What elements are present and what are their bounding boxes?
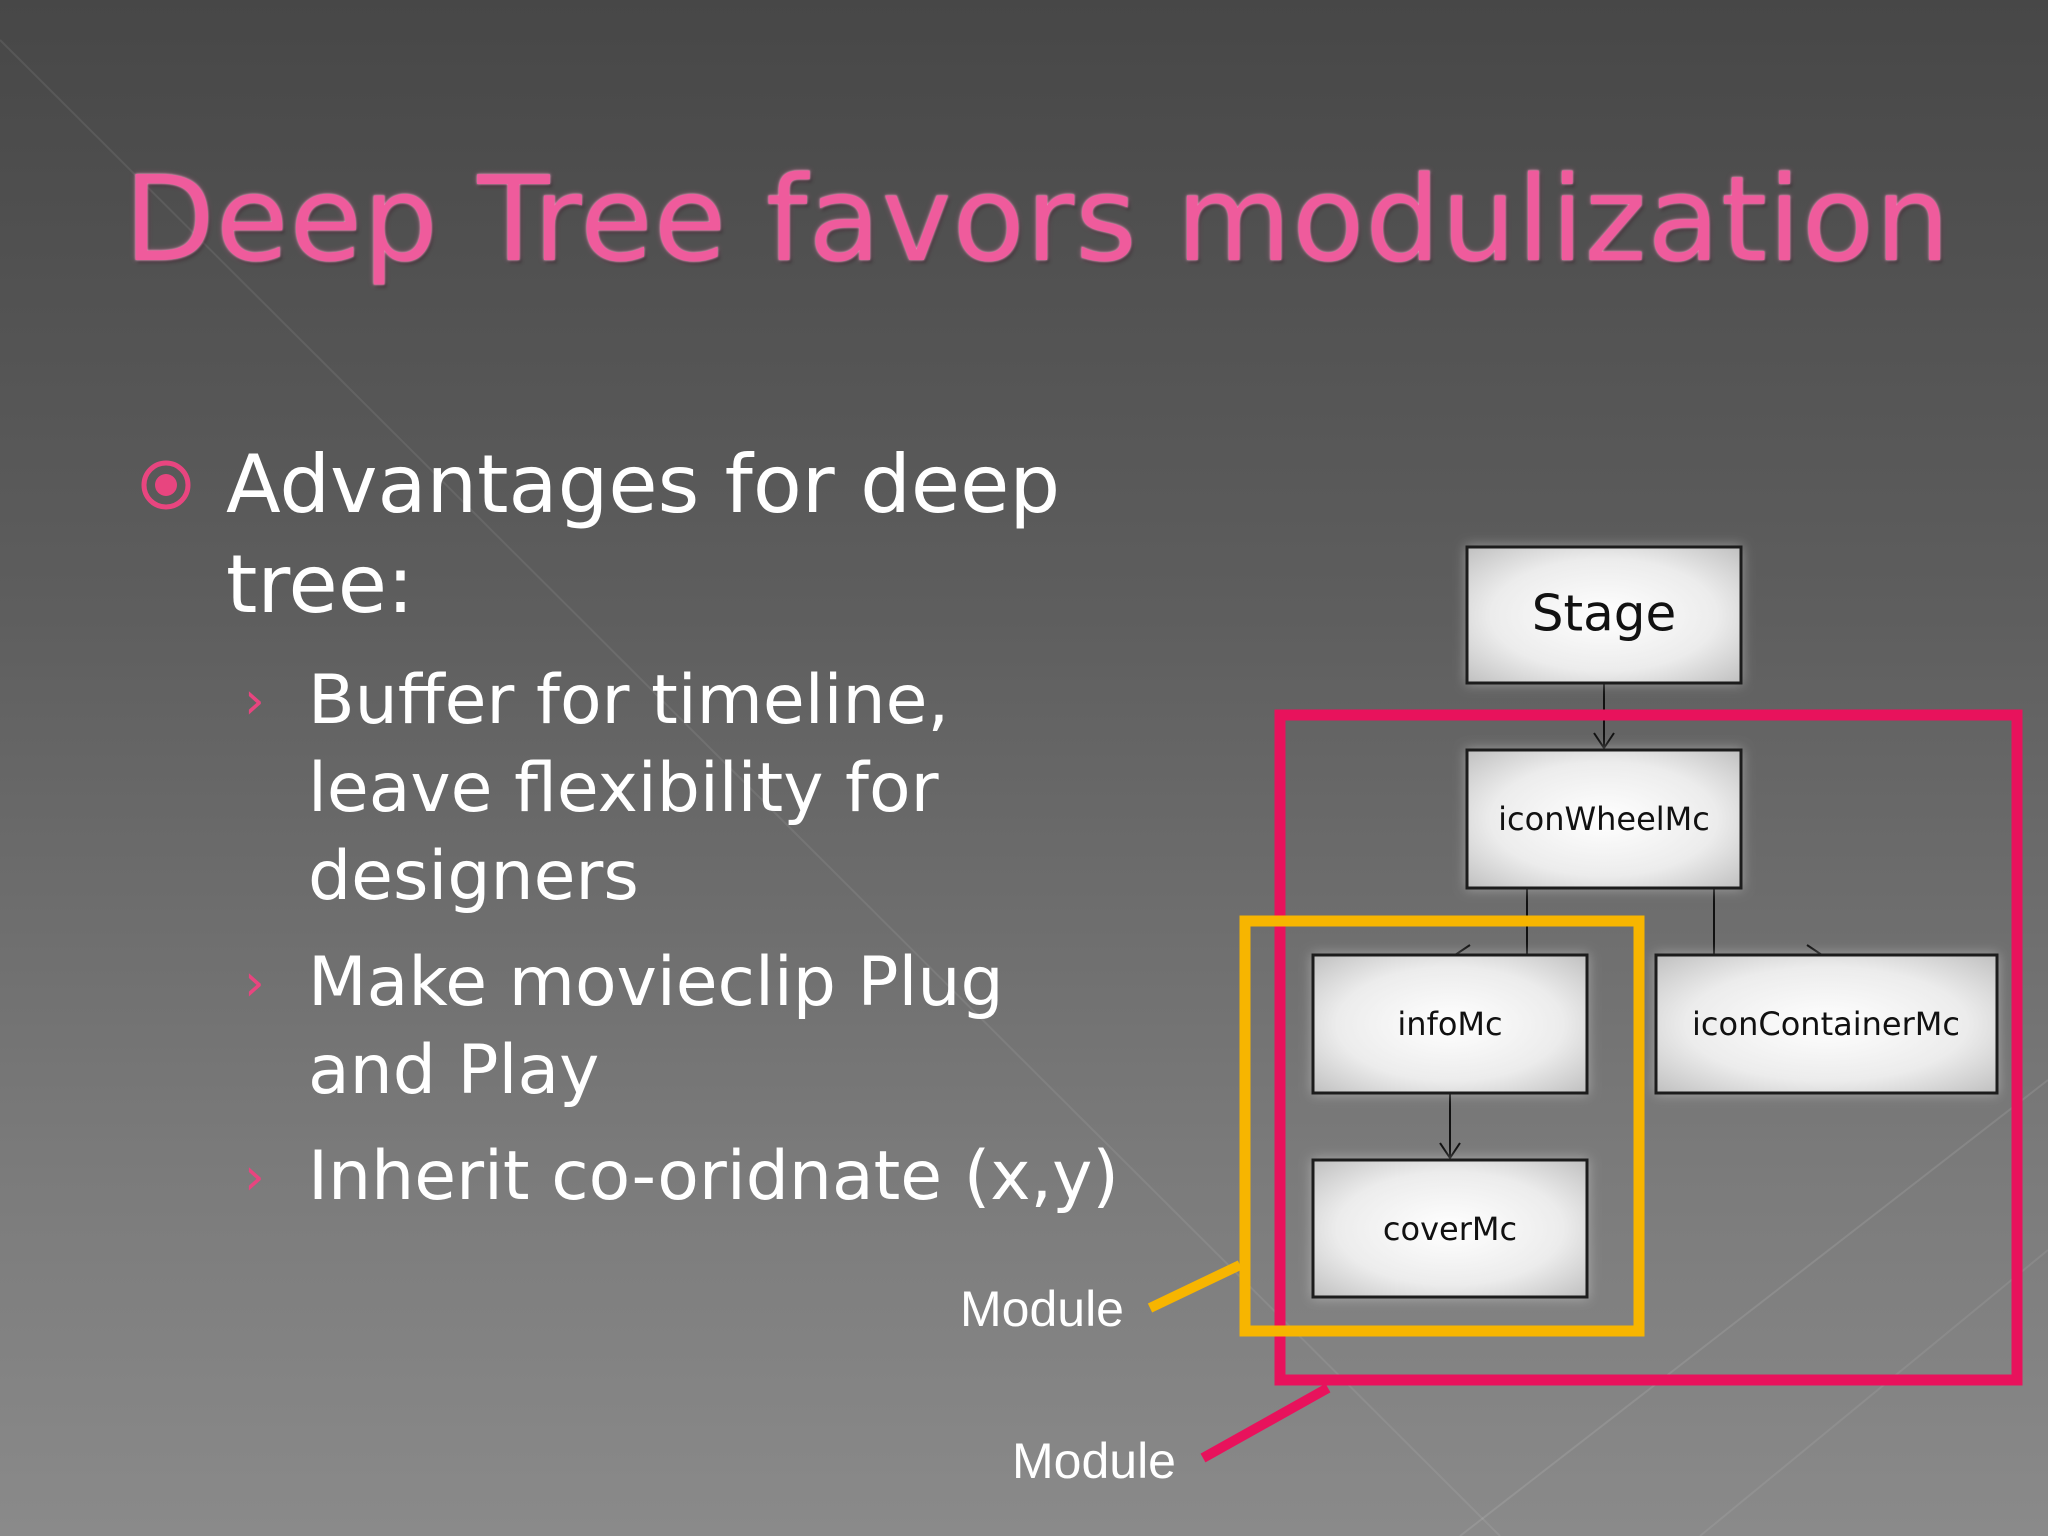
sub-bullet-item: › Buffer for timeline, leave flexibility… [140, 657, 1140, 921]
chevron-right-icon: › [244, 1147, 265, 1207]
node-icon-wheel: iconWheelMc [1465, 748, 1743, 890]
node-label: iconContainerMc [1692, 1005, 1960, 1043]
chevron-right-icon: › [244, 953, 265, 1013]
bullet-text: Advantages for deep tree: [226, 438, 1061, 631]
node-label: Stage [1532, 585, 1676, 643]
node-info: infoMc [1311, 953, 1589, 1095]
node-label: iconWheelMc [1498, 800, 1710, 838]
sub-bullet-item: › Inherit co-oridnate (x,y) [140, 1133, 1140, 1221]
sub-bullet-text: Buffer for timeline, leave flexibility f… [308, 661, 950, 916]
chevron-right-icon: › [244, 671, 265, 731]
bullet-item: Advantages for deep tree: [140, 435, 1140, 635]
outer-module-label: Module [1012, 1433, 1176, 1489]
sub-bullet-text: Make movieclip Plug and Play [308, 943, 1004, 1110]
sub-bullet-text: Inherit co-oridnate (x,y) [308, 1137, 1119, 1216]
inner-module: Module [960, 915, 1645, 1337]
inner-module-label: Module [960, 1281, 1124, 1337]
node-icon-container: iconContainerMc [1654, 953, 1999, 1095]
node-label: coverMc [1383, 1210, 1517, 1248]
slide-title: Deep Tree favors modulization [124, 150, 1951, 288]
node-stage: Stage [1465, 545, 1743, 685]
sub-bullet-item: › Make movieclip Plug and Play [140, 939, 1140, 1115]
outer-module: Module [1012, 709, 2023, 1489]
node-cover: coverMc [1311, 1158, 1589, 1299]
node-label: infoMc [1397, 1005, 1502, 1043]
bullet-list: Advantages for deep tree: › Buffer for t… [140, 435, 1140, 1239]
target-bullet-icon [141, 460, 191, 510]
sub-bullet-list: › Buffer for timeline, leave flexibility… [140, 657, 1140, 1221]
